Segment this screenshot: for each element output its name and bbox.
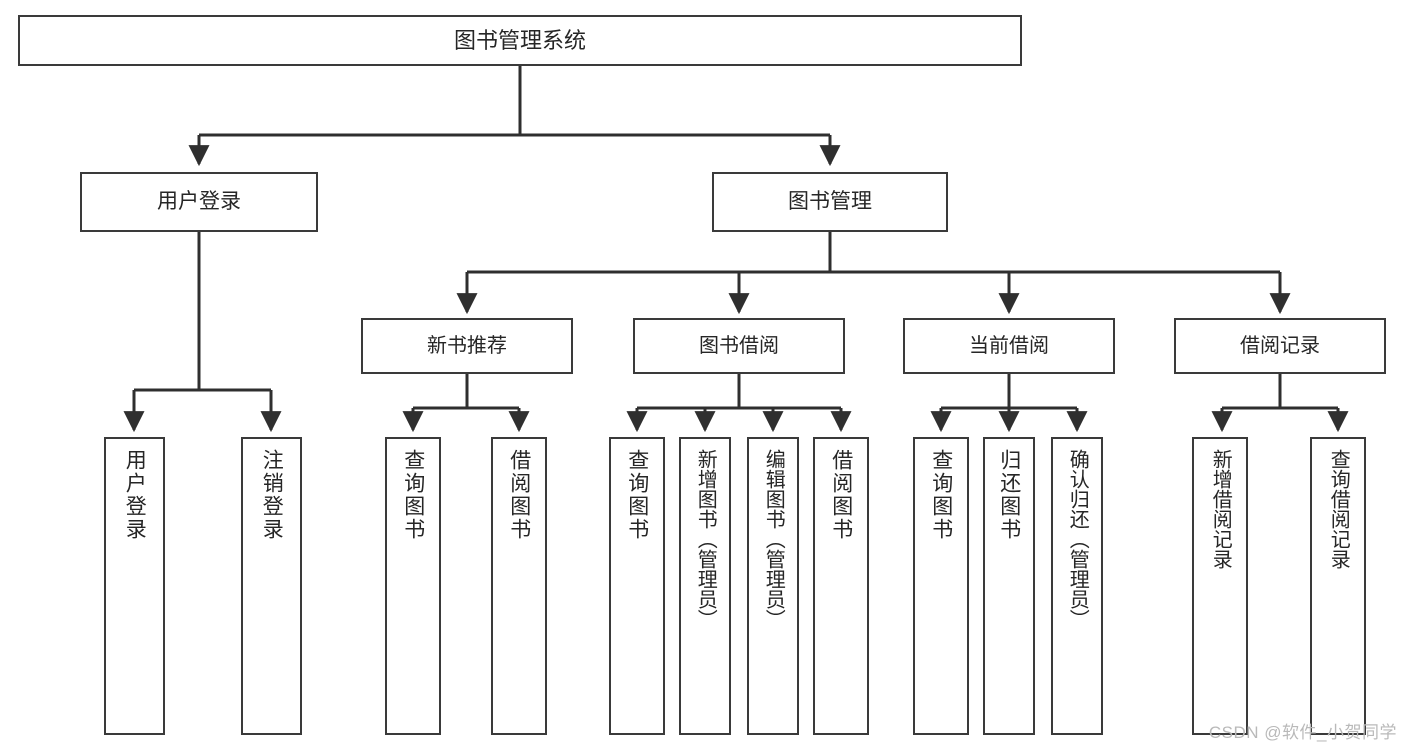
- node-label: 注销登录: [260, 449, 284, 541]
- node-label: 查询图书: [929, 449, 953, 541]
- node-label: 当前借阅: [969, 334, 1049, 357]
- watermark-text: CSDN @软件_小贺同学: [1208, 723, 1397, 742]
- node-label: 借阅图书: [507, 449, 531, 541]
- node-label: 用户登录: [123, 449, 147, 541]
- node-current-borrow[interactable]: 当前借阅: [903, 318, 1115, 374]
- node-book-management[interactable]: 图书管理: [712, 172, 948, 232]
- node-label: 新书推荐: [427, 334, 507, 357]
- node-borrow-records[interactable]: 借阅记录: [1174, 318, 1386, 374]
- leaf-user-login[interactable]: 用户登录: [104, 437, 165, 735]
- node-root-system[interactable]: 图书管理系统: [18, 15, 1022, 66]
- leaf-borrow-book-recommend[interactable]: 借阅图书: [491, 437, 547, 735]
- node-label: 归还图书: [997, 449, 1021, 541]
- leaf-edit-book-admin[interactable]: 编辑图书（管理员）: [747, 437, 799, 735]
- leaf-query-book-current[interactable]: 查询图书: [913, 437, 969, 735]
- node-label: 借阅记录: [1240, 334, 1320, 357]
- node-label: 编辑图书（管理员）: [762, 449, 785, 629]
- node-new-book-recommend[interactable]: 新书推荐: [361, 318, 573, 374]
- node-label: 图书管理: [788, 189, 872, 213]
- leaf-query-book-borrow[interactable]: 查询图书: [609, 437, 665, 735]
- node-book-borrow[interactable]: 图书借阅: [633, 318, 845, 374]
- leaf-add-book-admin[interactable]: 新增图书（管理员）: [679, 437, 731, 735]
- node-label: 新增借阅记录: [1209, 449, 1232, 569]
- leaf-borrow-book[interactable]: 借阅图书: [813, 437, 869, 735]
- node-label: 查询图书: [625, 449, 649, 541]
- node-label: 图书管理系统: [453, 27, 586, 53]
- node-label: 查询借阅记录: [1327, 449, 1350, 569]
- leaf-query-borrow-record[interactable]: 查询借阅记录: [1310, 437, 1366, 735]
- leaf-query-book-recommend[interactable]: 查询图书: [385, 437, 441, 735]
- node-label: 用户登录: [157, 189, 241, 213]
- node-label: 新增图书（管理员）: [694, 449, 717, 629]
- node-label: 图书借阅: [699, 334, 779, 357]
- leaf-logout[interactable]: 注销登录: [241, 437, 302, 735]
- node-label: 查询图书: [401, 449, 425, 541]
- leaf-add-borrow-record[interactable]: 新增借阅记录: [1192, 437, 1248, 735]
- node-user-login[interactable]: 用户登录: [80, 172, 318, 232]
- leaf-return-book[interactable]: 归还图书: [983, 437, 1035, 735]
- leaf-confirm-return-admin[interactable]: 确认归还（管理员）: [1051, 437, 1103, 735]
- node-label: 借阅图书: [829, 449, 853, 541]
- node-label: 确认归还（管理员）: [1066, 449, 1089, 629]
